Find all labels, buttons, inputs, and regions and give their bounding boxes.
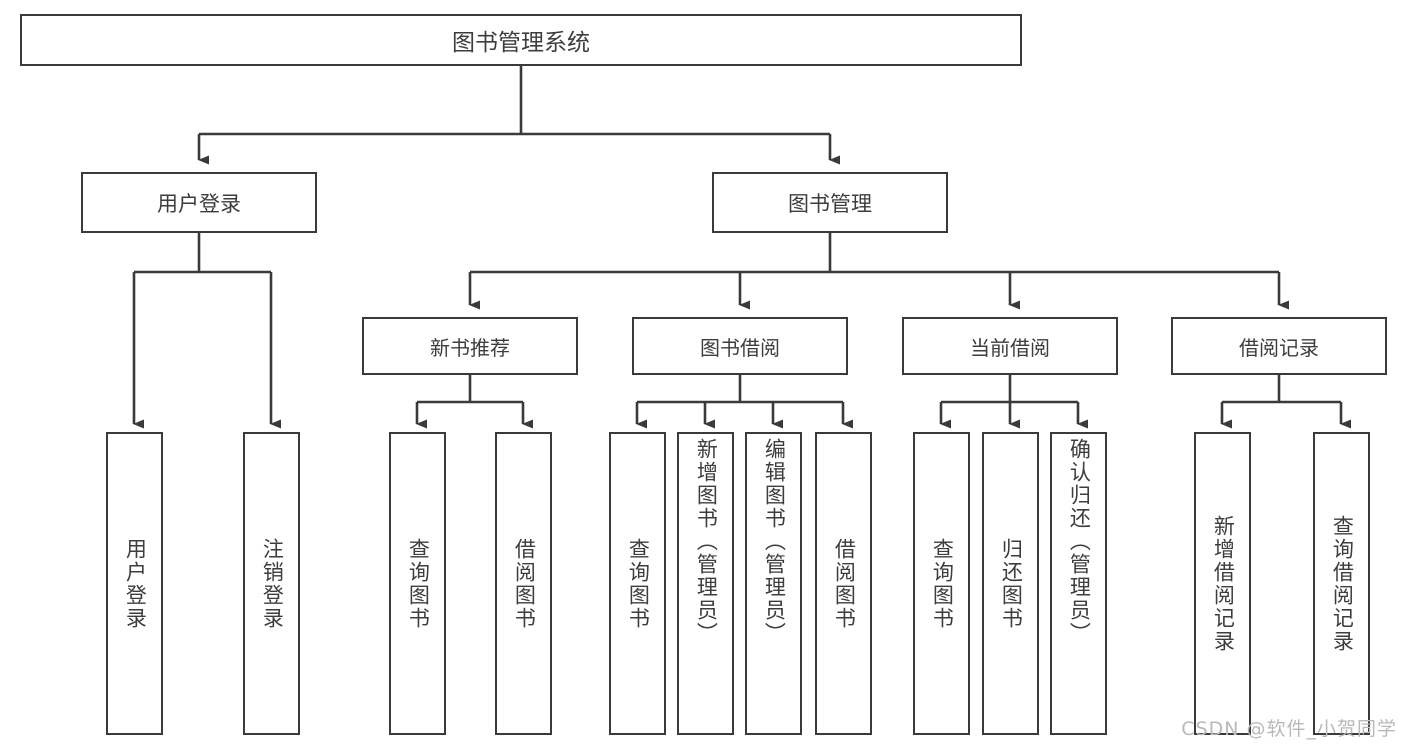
node-book-management[interactable]: 图书管理: [712, 172, 948, 233]
node-user-login[interactable]: 用户登录: [81, 172, 317, 233]
leaf-label: 查询图书: [930, 537, 955, 630]
leaf-record-query[interactable]: 查询借阅记录: [1313, 432, 1370, 735]
leaf-label: 确认归还（管理员）: [1067, 438, 1092, 645]
leaf-label: 查询图书: [406, 537, 431, 630]
leaf-new-book-borrow[interactable]: 借阅图书: [495, 432, 552, 735]
node-new-book-recommend[interactable]: 新书推荐: [362, 317, 578, 375]
leaf-borrow-edit-book[interactable]: 编辑图书（管理员）: [745, 432, 802, 735]
leaf-label: 用户登录: [123, 537, 148, 630]
node-root-system[interactable]: 图书管理系统: [20, 14, 1022, 66]
leaf-record-add[interactable]: 新增借阅记录: [1194, 432, 1251, 735]
leaf-borrow-query-book[interactable]: 查询图书: [609, 432, 666, 735]
leaf-label: 借阅图书: [512, 537, 537, 630]
leaf-current-query-book[interactable]: 查询图书: [913, 432, 970, 735]
leaf-current-return-book[interactable]: 归还图书: [982, 432, 1039, 735]
leaf-borrow-borrow-book[interactable]: 借阅图书: [815, 432, 872, 735]
node-book-borrow[interactable]: 图书借阅: [632, 317, 848, 375]
leaf-label: 借阅图书: [832, 537, 857, 630]
leaf-label: 新增图书（管理员）: [694, 438, 719, 645]
node-borrow-record[interactable]: 借阅记录: [1171, 317, 1387, 375]
leaf-user-login-signin[interactable]: 用户登录: [106, 432, 163, 735]
leaf-new-book-query[interactable]: 查询图书: [389, 432, 446, 735]
watermark-text: CSDN @软件_小贺同学: [1181, 718, 1397, 740]
node-current-borrow[interactable]: 当前借阅: [902, 317, 1118, 375]
leaf-current-confirm-return[interactable]: 确认归还（管理员）: [1050, 432, 1107, 735]
leaf-label: 归还图书: [999, 537, 1024, 630]
leaf-label: 查询借阅记录: [1330, 514, 1355, 653]
leaf-label: 注销登录: [260, 537, 285, 630]
leaf-label: 编辑图书（管理员）: [762, 438, 787, 645]
leaf-user-login-signout[interactable]: 注销登录: [243, 432, 300, 735]
leaf-borrow-add-book[interactable]: 新增图书（管理员）: [677, 432, 734, 735]
leaf-label: 新增借阅记录: [1211, 514, 1236, 653]
leaf-label: 查询图书: [626, 537, 651, 630]
